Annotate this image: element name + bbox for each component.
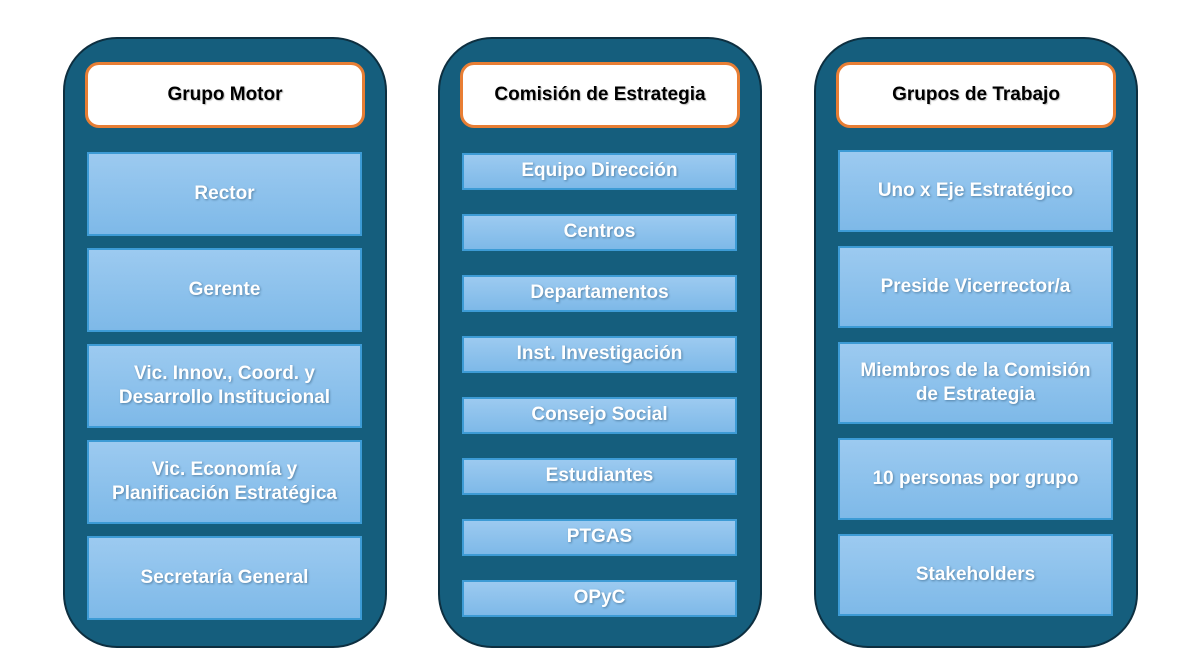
item-box: Vic. Innov., Coord. y Desarrollo Institu…	[87, 344, 362, 428]
item-box: Departamentos	[462, 275, 737, 312]
column-items: Equipo Dirección Centros Departamentos I…	[462, 153, 737, 617]
column-grupo-motor: Grupo Motor Rector Gerente Vic. Innov., …	[63, 37, 387, 648]
item-box: Gerente	[87, 248, 362, 332]
column-items: Rector Gerente Vic. Innov., Coord. y Des…	[87, 152, 362, 620]
item-box: Rector	[87, 152, 362, 236]
column-grupos-de-trabajo: Grupos de Trabajo Uno x Eje Estratégico …	[814, 37, 1138, 648]
item-box: Centros	[462, 214, 737, 251]
item-box: Preside Vicerrector/a	[838, 246, 1113, 328]
item-box: Secretaría General	[87, 536, 362, 620]
item-box: Miembros de la Comisión de Estrategia	[838, 342, 1113, 424]
column-comision-de-estrategia: Comisión de Estrategia Equipo Dirección …	[438, 37, 762, 648]
column-header: Grupo Motor	[85, 62, 365, 128]
item-box: Vic. Economía y Planificación Estratégic…	[87, 440, 362, 524]
item-box: Uno x Eje Estratégico	[838, 150, 1113, 232]
item-box: Equipo Dirección	[462, 153, 737, 190]
column-items: Uno x Eje Estratégico Preside Vicerrecto…	[838, 150, 1113, 616]
item-box: Consejo Social	[462, 397, 737, 434]
item-box: Estudiantes	[462, 458, 737, 495]
column-header: Grupos de Trabajo	[836, 62, 1116, 128]
item-box: OPyC	[462, 580, 737, 617]
item-box: Stakeholders	[838, 534, 1113, 616]
item-box: Inst. Investigación	[462, 336, 737, 373]
column-header: Comisión de Estrategia	[460, 62, 740, 128]
item-box: PTGAS	[462, 519, 737, 556]
item-box: 10 personas por grupo	[838, 438, 1113, 520]
